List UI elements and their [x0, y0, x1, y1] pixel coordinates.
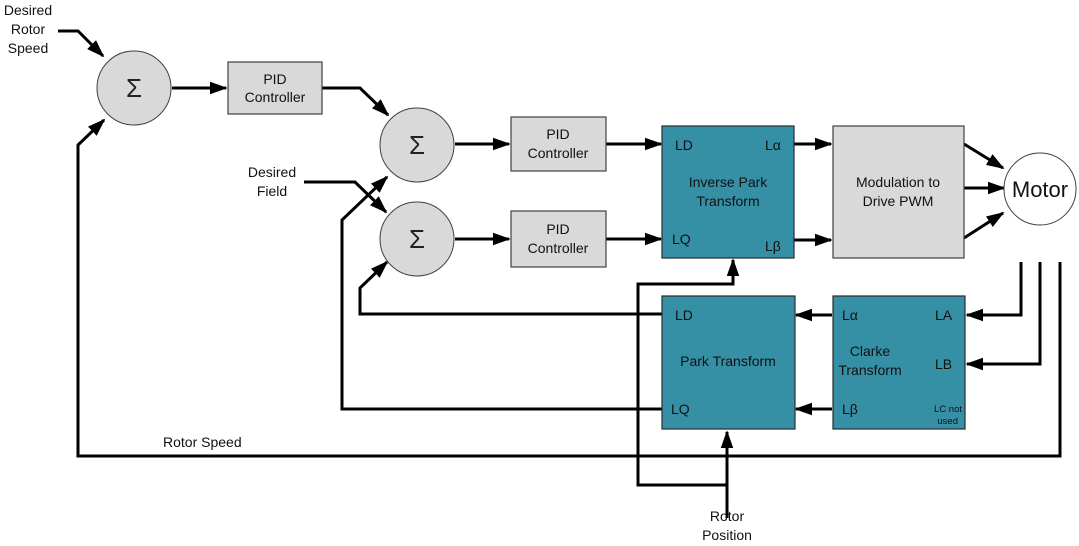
block-label: Park Transform	[680, 353, 776, 369]
port-ld: LD	[675, 137, 693, 153]
block-label-line2: Transform	[838, 362, 901, 378]
pid-label-line2: Controller	[245, 89, 306, 105]
label-rotor-position: Rotor Position	[702, 508, 752, 543]
port-lb: LB	[935, 356, 952, 372]
pid-box	[510, 116, 607, 172]
label-rotor-speed: Rotor Speed	[163, 434, 242, 450]
wire-rotor-speed-feedback	[76, 118, 1062, 458]
port-lq: LQ	[672, 231, 691, 247]
port-l-alpha: Lα	[765, 137, 781, 153]
wire-lq-feedback	[340, 175, 662, 411]
label-desired-rotor-speed: Desired Rotor Speed	[4, 2, 52, 56]
pid-label-line2: Controller	[528, 240, 589, 256]
wire-phase-b	[965, 262, 1042, 371]
motor: Motor	[1003, 152, 1077, 226]
wire-desired-field	[304, 180, 388, 214]
block-label-line2: Transform	[696, 193, 759, 209]
port-l-alpha: Lα	[842, 307, 858, 323]
note-line1: LC not	[934, 404, 962, 415]
label-line: Desired	[248, 164, 296, 180]
inverse-park-transform: LD LQ Lα Lβ Inverse Park Transform	[661, 125, 795, 259]
block-label-line2: Drive PWM	[863, 193, 934, 209]
motor-label: Motor	[1012, 177, 1068, 202]
pid-label-line1: PID	[263, 71, 286, 87]
sigma-symbol: Σ	[409, 130, 425, 160]
park-transform: LD LQ Park Transform	[661, 295, 796, 430]
park-box	[661, 295, 796, 430]
summing-junction-q	[379, 201, 455, 277]
sum-speed: Σ	[96, 50, 172, 126]
pid-label-line1: PID	[546, 221, 569, 237]
summing-junction-d	[379, 107, 455, 183]
wires	[58, 29, 1062, 518]
block-label-line1: Modulation to	[856, 174, 940, 190]
pid-label-line2: Controller	[528, 145, 589, 161]
wire-ld-feedback	[358, 260, 662, 316]
pid-label-line1: PID	[546, 126, 569, 142]
modulation-pwm: Modulation to Drive PWM	[832, 125, 965, 259]
wire-rotor-pos-invpark	[636, 258, 740, 487]
port-la: LA	[935, 307, 953, 323]
sum-d: Σ	[379, 107, 455, 183]
block-label-line1: Inverse Park	[689, 174, 769, 190]
wire-phase-a	[965, 262, 1023, 322]
pid-controller-speed: PID Controller	[227, 61, 323, 115]
label-line: Field	[257, 183, 287, 199]
motor-circle	[1003, 152, 1077, 226]
label-line: Rotor	[710, 508, 745, 524]
port-l-beta: Lβ	[765, 238, 781, 254]
label-line: Speed	[8, 40, 48, 56]
label-line: Rotor	[11, 21, 46, 37]
wire-pwm-c	[963, 211, 1005, 240]
sigma-symbol: Σ	[409, 224, 425, 254]
label-line: Position	[702, 527, 752, 543]
port-ld: LD	[675, 307, 693, 323]
port-l-beta: Lβ	[842, 401, 858, 417]
clarke-box	[832, 295, 966, 430]
label-desired-field: Desired Field	[248, 164, 296, 199]
pid-box	[227, 61, 323, 115]
pid-box	[510, 210, 607, 268]
sigma-symbol: Σ	[126, 73, 142, 103]
wire-pid1-sum-d	[322, 86, 390, 117]
summing-junction-speed	[96, 50, 172, 126]
wire-desired-speed	[58, 29, 105, 58]
label-line: Desired	[4, 2, 52, 18]
block-label-line1: Clarke	[850, 343, 891, 359]
pid-controller-q: PID Controller	[510, 210, 607, 268]
clarke-transform: Lα Lβ LA LB Clarke Transform LC not used	[832, 295, 966, 430]
wire-pwm-a	[963, 142, 1005, 170]
inverse-park-box	[661, 125, 795, 259]
pid-controller-d: PID Controller	[510, 116, 607, 172]
port-lq: LQ	[671, 401, 690, 417]
note-line2: used	[937, 416, 958, 427]
sum-q: Σ	[379, 201, 455, 277]
modulation-box	[832, 125, 965, 259]
